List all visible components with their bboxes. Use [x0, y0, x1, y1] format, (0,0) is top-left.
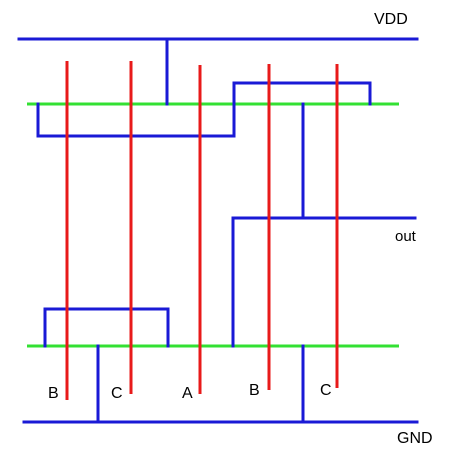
- output-wire: [301, 102, 417, 220]
- pmos-left-strap: [36, 81, 372, 138]
- gate-b-right-label: B: [249, 382, 260, 399]
- vdd-label: VDD: [374, 11, 408, 28]
- gate-a-label: A: [182, 385, 193, 402]
- gate-c-left-label: C: [111, 385, 123, 402]
- output-drop-wire: [231, 216, 305, 348]
- gnd-label: GND: [397, 430, 433, 447]
- output-label: out: [395, 228, 416, 245]
- gate-b-left-label: B: [48, 385, 59, 402]
- gate-c-right-label: C: [320, 382, 332, 399]
- nmos-left-strap: [43, 307, 170, 348]
